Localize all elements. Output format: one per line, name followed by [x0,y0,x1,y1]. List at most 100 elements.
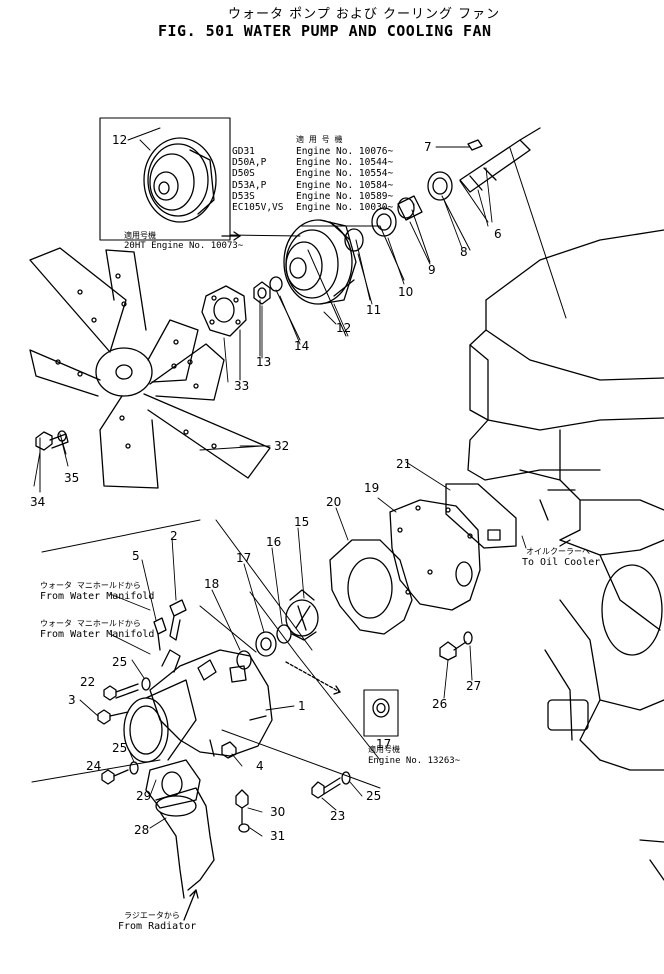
part-number-12-inset: 12 [112,133,128,147]
seal-18 [236,650,252,670]
part-number-17: 17 [236,551,252,565]
to-oil-cooler-en: To Oil Cooler [522,557,601,568]
part-number-31: 31 [270,829,286,843]
bearing-8 [427,171,453,201]
note2-en: Engine No. 13263~ [368,756,461,766]
impeller [285,589,319,641]
from-water-manifold-2-en: From Water Manifold [40,629,155,640]
part-number-28: 28 [134,823,150,837]
gasket-29 [145,759,201,809]
shaft [459,127,541,193]
from-water-manifold-2-jp: ウォータ マニホールドから [40,619,141,628]
figure-title: FIG. 501 WATER PUMP AND COOLING FAN [158,22,492,40]
cover-19-bore [455,561,473,587]
part-number-5: 5 [132,549,140,563]
spacer-9 [397,195,423,221]
part-number-24: 24 [86,759,102,773]
seal-17 [255,631,277,657]
model-row: D50S [232,168,255,180]
bolt-3 [97,709,129,725]
water-pump-body [123,649,273,763]
part-number-29: 29 [136,789,152,803]
snap-ring-11 [344,228,364,252]
engine-row: Engine No. 10544~ [296,157,394,169]
model-row: D53S [232,190,255,202]
bearing-10 [371,207,397,237]
model-row: D53A,P [232,179,267,191]
part-number-13: 13 [256,355,272,369]
bolt-23 [311,777,341,799]
bolt-26 [439,641,467,661]
washer-25a [141,677,151,691]
part-number-21: 21 [396,457,412,471]
part-number-33: 33 [234,379,250,393]
from-radiator-jp: ラジエータから [124,911,180,920]
cover-19 [389,499,481,611]
part-number-15: 15 [294,515,310,529]
note1-jp: 適用号機 [124,231,156,240]
engine-row: Engine No. 10554~ [296,168,394,180]
part-number-11: 11 [366,303,382,317]
note2-jp: 適用号機 [368,745,400,754]
part-number-23: 23 [330,809,346,823]
part-number-25b: 25 [112,741,128,755]
part-number-7: 7 [424,140,432,154]
washer-27 [463,631,473,645]
washer-25c [341,771,351,785]
from-water-manifold-1-en: From Water Manifold [40,591,155,602]
part-number-14: 14 [294,339,310,353]
model-row: EC105V,VS [232,202,284,214]
part-number-26: 26 [432,697,448,711]
washer-25b [129,761,139,775]
part-number-2: 2 [170,529,178,543]
part-number-8: 8 [460,245,468,259]
part-number-6: 6 [494,227,502,241]
applicability-models: GD31 D50A,P D50S D53A,P D53S EC105V,VS [232,146,283,213]
gasket-20-bore [347,557,393,619]
from-water-manifold-1-jp: ウォータ マニホールドから [40,581,141,590]
engine-row: Engine No. 10076~ [296,146,394,157]
engine-block-outline [467,229,664,881]
part-number-25c: 25 [366,789,382,803]
engine-row: Engine No. 10584~ [296,179,394,191]
key [467,139,483,151]
elbow-pipe-28 [155,787,215,899]
callout-leaders [109,535,527,655]
washer-31 [238,823,250,833]
part-number-1: 1 [298,699,306,713]
part-number-34: 34 [30,495,46,509]
note1-en: 20HT Engine No. 10073~ [124,241,244,251]
applicability-header: 適 用 号 機 [296,135,343,144]
part-number-20: 20 [326,495,342,509]
model-row: D50A,P [232,157,267,169]
inset-box-pulley [99,117,231,241]
bolt-24 [101,769,129,785]
bolt-22 [103,683,139,701]
pulley-main [283,219,357,305]
number-leaders [33,139,493,837]
part-number-3: 3 [68,693,76,707]
part-number-17-inset: 17 [376,737,392,751]
part-number-27: 27 [466,679,482,693]
part-number-9: 9 [428,263,436,277]
bolt-30 [235,789,249,825]
part-number-19: 19 [364,481,380,495]
part-number-25a: 25 [112,655,128,669]
fitting-5 [153,617,167,651]
engine-row: Engine No. 10030~ [296,202,394,214]
part-number-12: 12 [336,321,352,335]
washer-35 [57,430,67,442]
part-number-16: 16 [266,535,282,549]
part-number-30: 30 [270,805,286,819]
part-number-22: 22 [80,675,96,689]
seal-16 [276,624,292,644]
part-number-18: 18 [204,577,220,591]
fan-spacer [201,285,247,337]
plate-21 [445,483,517,549]
model-row: GD31 [232,146,255,157]
from-radiator-en: From Radiator [118,921,197,932]
part-number-35: 35 [64,471,80,485]
pulley-inset [143,137,217,223]
part-number-4: 4 [256,759,264,773]
